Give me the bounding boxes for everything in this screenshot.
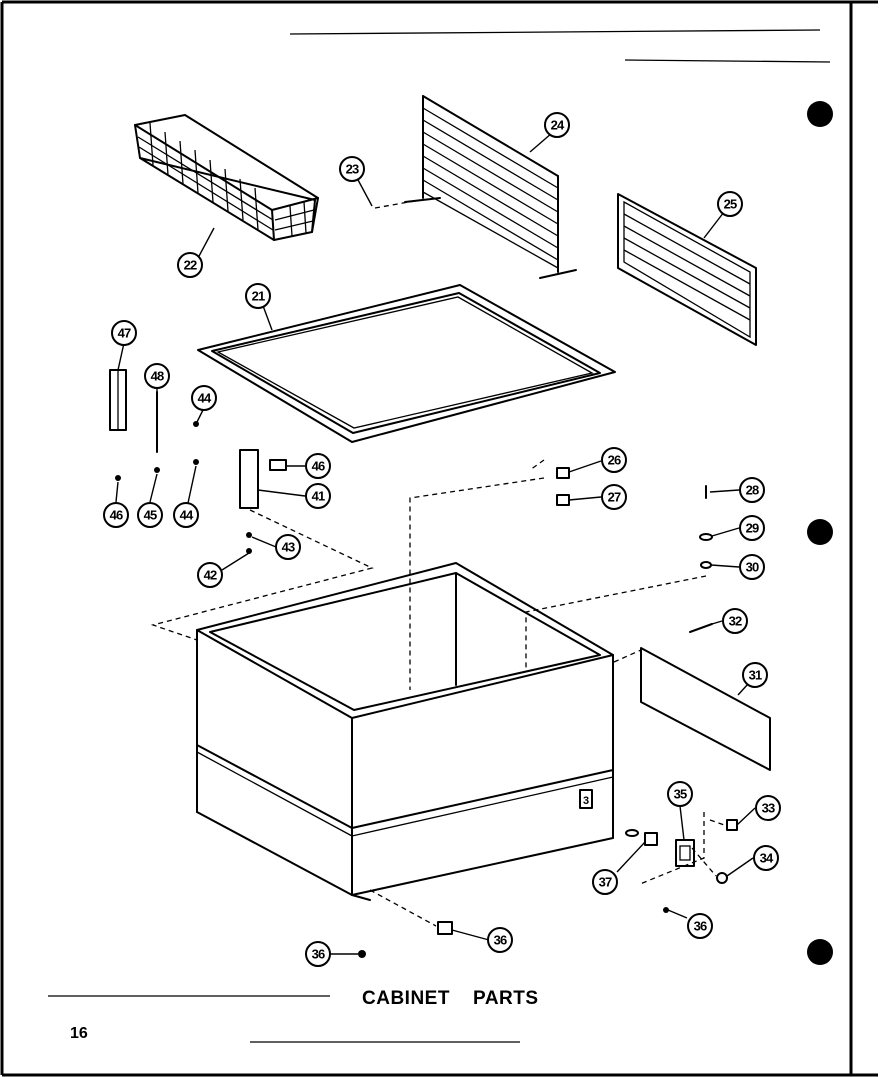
callout-31: 31 (742, 662, 768, 688)
callout-46: 46 (305, 453, 331, 479)
callout-22: 22 (177, 252, 203, 278)
callout-33: 33 (755, 795, 781, 821)
small-hardware (358, 467, 738, 958)
callout-label: 46 (312, 459, 325, 474)
callout-label: 33 (762, 801, 775, 816)
callout-32: 32 (722, 608, 748, 634)
callout-47: 47 (111, 320, 137, 346)
callout-label: 46 (110, 508, 123, 523)
callout-label: 37 (599, 875, 612, 890)
callout-41: 41 (305, 483, 331, 509)
callout-21: 21 (245, 283, 271, 309)
callout-44: 44 (191, 385, 217, 411)
callout-label: 36 (312, 947, 325, 962)
callout-label: 42 (204, 568, 217, 583)
louvered-panel (617, 193, 757, 346)
assembly-lines (150, 459, 728, 927)
cabinet-body: 3 (196, 562, 614, 901)
callout-35: 35 (667, 781, 693, 807)
page-number: 16 (70, 1025, 88, 1042)
callout-37: 37 (592, 869, 618, 895)
callout-label: 26 (608, 453, 621, 468)
callout-30: 30 (739, 554, 765, 580)
callout-43: 43 (275, 534, 301, 560)
callout-label: 31 (749, 668, 762, 683)
lid-gasket (197, 284, 616, 443)
callout-label: 23 (346, 162, 359, 177)
callout-label: 28 (746, 483, 759, 498)
callout-28: 28 (739, 477, 765, 503)
callout-label: 44 (198, 391, 212, 406)
callout-26: 26 (601, 447, 627, 473)
callout-label: 27 (608, 490, 621, 505)
callout-label: 45 (144, 508, 157, 523)
callout-label: 24 (551, 118, 565, 133)
callout-label: 25 (724, 197, 737, 212)
binder-hole-top (807, 101, 833, 127)
callout-label: 47 (118, 326, 131, 341)
scan-marks (48, 29, 831, 1043)
callout-label: 21 (252, 289, 265, 304)
wire-basket (134, 114, 319, 241)
callout-label: 30 (746, 560, 759, 575)
callout-label: 36 (694, 919, 707, 934)
binder-hole-middle (807, 519, 833, 545)
callout-label: 22 (184, 258, 197, 273)
rear-access-panel (640, 647, 771, 771)
diagram-title: CABINET PARTS (362, 988, 539, 1009)
callout-46: 46 (103, 502, 129, 528)
callout-label: 43 (282, 540, 295, 555)
hinge-assembly (109, 369, 287, 554)
callout-23: 23 (339, 156, 365, 182)
callout-42: 42 (197, 562, 223, 588)
callout-29: 29 (739, 515, 765, 541)
binder-hole-bottom (807, 939, 833, 965)
callout-45: 45 (137, 502, 163, 528)
callout-24: 24 (544, 112, 570, 138)
callout-label: 44 (180, 508, 194, 523)
binder-holes (807, 101, 833, 965)
callout-label: 36 (494, 933, 507, 948)
evaporator-coil (374, 95, 577, 279)
callout-label: 32 (729, 614, 742, 629)
callout-label: 48 (151, 369, 164, 384)
callout-36: 36 (487, 927, 513, 953)
callouts (115, 132, 756, 955)
callout-label: 35 (674, 787, 687, 802)
callout-34: 34 (753, 845, 779, 871)
callout-44: 44 (173, 502, 199, 528)
callout-25: 25 (717, 191, 743, 217)
callout-27: 27 (601, 484, 627, 510)
callout-48: 48 (144, 363, 170, 389)
callout-label: 34 (760, 851, 774, 866)
callout-36: 36 (305, 941, 331, 967)
nameplate-label: 3 (583, 795, 589, 807)
callout-label: 29 (746, 521, 759, 536)
callout-label: 41 (312, 489, 325, 504)
callout-layer: 22 23 24 25 21 47 48 44 46 41 43 42 46 45 44 26 27 28 29 30… (103, 112, 781, 967)
callout-36: 36 (687, 913, 713, 939)
